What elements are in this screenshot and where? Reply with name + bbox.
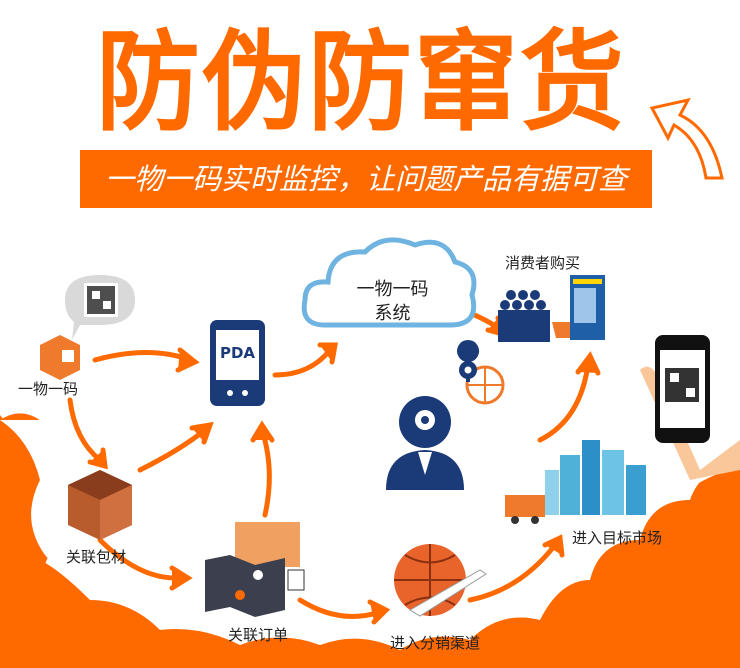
curved-arrow-icon: [649, 97, 724, 180]
phone-scan-icon: [640, 335, 740, 480]
label-order: 关联订单: [228, 626, 289, 644]
cloud-label-line2: 系统: [374, 303, 411, 324]
cloud-label: 一物一码 系统: [335, 278, 450, 326]
consumers-icon: [498, 290, 550, 342]
pda-icon: [210, 320, 265, 406]
city-forklift-icon: [505, 440, 646, 524]
label-consumer: 消费者购买: [505, 254, 581, 272]
map-boxes-icon: [205, 522, 305, 617]
page-title: 防伪防窜货: [96, 17, 627, 147]
globe-plane-icon: [394, 544, 487, 617]
label-channel: 进入分销渠道: [390, 634, 481, 652]
subtitle-banner: 一物一码实时监控，让问题产品有据可查: [80, 150, 652, 208]
label-market: 进入目标市场: [572, 529, 663, 547]
manager-gear-icon: [386, 396, 464, 490]
qr-code-icon: [65, 275, 135, 340]
open-box-icon: [68, 470, 132, 540]
cloud-label-line1: 一物一码: [356, 279, 429, 300]
cloud-icon: [301, 237, 477, 328]
vending-machine-icon: [570, 275, 605, 340]
label-code: 一物一码: [18, 380, 79, 398]
label-packaging: 关联包材: [66, 548, 127, 566]
pda-label: PDA: [219, 344, 256, 362]
orange-base: [0, 415, 740, 668]
box-icon: [40, 335, 80, 380]
flow-arrows: [67, 302, 601, 625]
location-globe-icon: [457, 340, 505, 405]
